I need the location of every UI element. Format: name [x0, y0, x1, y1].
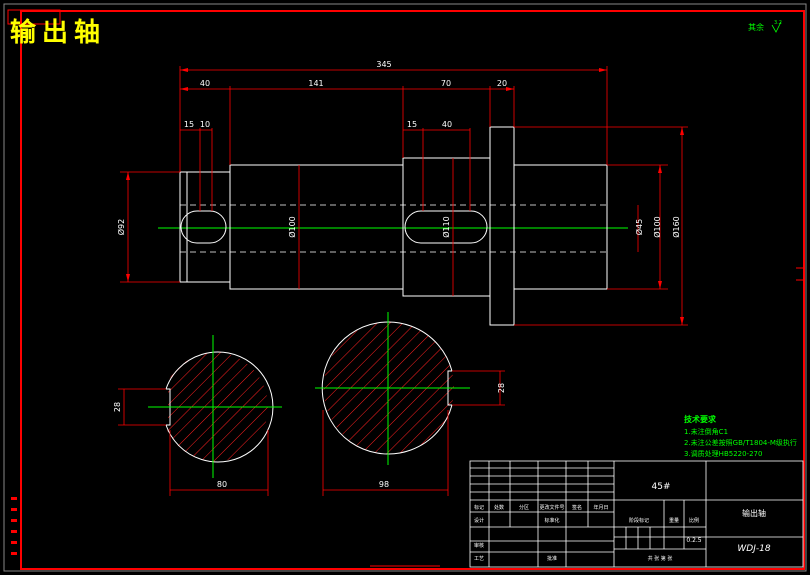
dim-sec1-key: 28 — [113, 402, 122, 412]
dim-dia-keyway: Ø110 — [441, 216, 451, 238]
dim-dia-mid: Ø100 — [287, 216, 297, 238]
header-cell-3: 更改文件号 — [539, 504, 564, 511]
dim-seg-3: 70 — [441, 79, 451, 88]
header-cell-0: 标记 — [474, 504, 484, 511]
shaft-section-middle — [229, 164, 404, 290]
dim-dia-r1: Ø45 — [634, 219, 644, 235]
roughness-value: 3.2 — [774, 20, 782, 26]
drawing-frame — [20, 10, 805, 570]
dimension-texts: 345 40 141 70 20 15 10 15 40 Ø92 Ø100 Ø1… — [116, 60, 681, 238]
row-label-1: 标准化 — [544, 517, 559, 524]
tech-item-2: 2.未注公差按照GB/T1804-M级执行 — [684, 438, 797, 447]
outer-border — [3, 3, 807, 572]
dimension-lines — [120, 66, 688, 326]
approve-label: 批准 — [547, 555, 557, 562]
header-cell-1: 处数 — [494, 504, 504, 511]
dim-sec2-key: 28 — [497, 383, 506, 393]
dim-seg-4: 20 — [497, 79, 507, 88]
tech-item-1: 1.未注倒角C1 — [684, 427, 728, 436]
dim-seg-1: 40 — [200, 79, 210, 88]
dim-dia-left: Ø92 — [116, 219, 126, 235]
bottom-edge-marks — [370, 267, 804, 567]
roughness-note: 其余 3.2 — [748, 20, 782, 33]
dim-overall-length: 345 — [376, 60, 391, 69]
roughness-text: 其余 — [748, 22, 764, 32]
row-label-3: 工艺 — [474, 556, 484, 562]
roughness-symbol-icon — [771, 21, 782, 33]
drawing-number-label: WDJ-18 — [737, 544, 770, 554]
material-label: 45# — [652, 482, 671, 492]
section-view-2: 28 98 — [315, 312, 506, 496]
dimension-arrows — [126, 68, 684, 325]
corner-tag-box — [7, 9, 61, 25]
drawing-title: 输出轴 — [10, 18, 107, 48]
dim-seg-2: 141 — [308, 79, 323, 88]
keyway-slot-right — [404, 210, 488, 244]
title-block-text: 45# 输出轴 WDJ-18 0.2.5 标记 处数 分区 更改文件号 签名 年… — [474, 482, 771, 562]
mid-cell-0: 阶段标记 — [629, 517, 649, 524]
sheet-footer: 共 张 第 张 — [648, 555, 673, 562]
dim-left-keyway-offset: 15 — [184, 120, 194, 129]
mid-cell-1: 重量 — [669, 517, 679, 524]
tech-heading: 技术要求 — [684, 414, 717, 424]
mid-cell-2: 比例 — [689, 517, 699, 524]
shaft-main-view — [158, 126, 628, 326]
shaft-section-right — [513, 164, 608, 290]
dim-right-keyway-length: 40 — [442, 120, 452, 129]
row-label-0: 设计 — [474, 517, 484, 524]
tech-item-3: 3.调质处理HB5220-270 — [684, 449, 762, 458]
scale-value: 0.2.5 — [686, 537, 701, 544]
dim-sec1-width: 80 — [217, 480, 227, 489]
shaft-collar — [489, 126, 515, 326]
header-cell-2: 分区 — [519, 504, 529, 511]
dim-dia-r2: Ø100 — [652, 216, 662, 238]
header-cell-5: 年月日 — [593, 504, 608, 511]
dim-dia-collar: Ø160 — [671, 216, 681, 238]
dim-left-keyway-width: 10 — [200, 120, 210, 129]
section-view-1: 28 80 — [113, 335, 282, 496]
dim-sec2-width: 98 — [379, 480, 389, 489]
left-edge-marks — [11, 497, 17, 555]
keyway-slot-left — [180, 210, 227, 244]
header-cell-4: 签名 — [572, 504, 582, 511]
part-name-label: 输出轴 — [742, 508, 766, 518]
row-label-2: 审核 — [474, 542, 484, 549]
dim-right-keyway-offset: 15 — [407, 120, 417, 129]
tech-requirements: 技术要求 1.未注倒角C1 2.未注公差按照GB/T1804-M级执行 3.调质… — [684, 414, 797, 458]
title-block — [469, 460, 804, 568]
